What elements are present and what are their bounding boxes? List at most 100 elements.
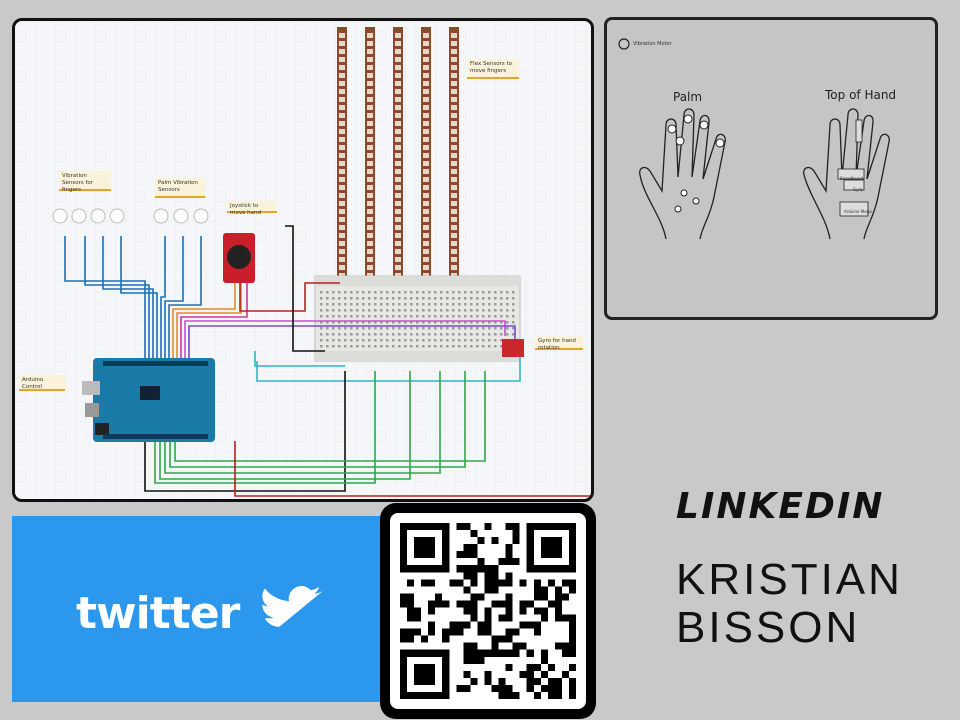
qr-module — [428, 607, 436, 615]
flex-sensor-segment — [339, 169, 345, 174]
breadboard-hole — [500, 333, 503, 336]
breadboard-hole — [488, 309, 491, 312]
breadboard-hole — [344, 303, 347, 306]
breadboard-hole — [332, 327, 335, 330]
gyro-tag: Gyro — [853, 187, 863, 192]
breadboard-hole — [512, 303, 515, 306]
breadboard-hole — [326, 297, 329, 300]
qr-module — [540, 586, 548, 594]
qr-module — [484, 670, 492, 678]
qr-module — [498, 684, 506, 692]
breadboard-hole — [398, 321, 401, 324]
breadboard-hole — [362, 297, 365, 300]
breadboard-hole — [434, 321, 437, 324]
breadboard-hole — [380, 297, 383, 300]
qr-module — [407, 614, 415, 622]
flex-sensor-segment — [367, 209, 373, 214]
flex-sensor-segment — [395, 129, 401, 134]
qr-module — [533, 621, 541, 629]
breadboard-hole — [482, 327, 485, 330]
qr-module — [442, 600, 450, 608]
breadboard-hole — [362, 291, 365, 294]
qr-module — [463, 586, 471, 594]
breadboard-hole — [488, 291, 491, 294]
breadboard-hole — [488, 315, 491, 318]
breadboard-hole — [494, 327, 497, 330]
qr-module — [477, 558, 485, 566]
qr-module — [554, 691, 562, 699]
breadboard-hole — [398, 291, 401, 294]
breadboard-hole — [404, 315, 407, 318]
flex-sensor-segment — [367, 73, 373, 78]
breadboard-hole — [476, 321, 479, 324]
breadboard-hole — [386, 339, 389, 342]
flex-sensor-segment — [367, 265, 373, 270]
breadboard-hole — [488, 327, 491, 330]
breadboard-hole — [506, 327, 509, 330]
breadboard-hole — [482, 333, 485, 336]
qr-module — [477, 628, 485, 636]
qr-module — [414, 607, 422, 615]
flex-sensor-segment — [339, 81, 345, 86]
breadboard-hole — [392, 303, 395, 306]
breadboard-hole — [470, 333, 473, 336]
twitter-wordmark: twitter — [76, 588, 240, 639]
flex-sensor-segment — [367, 129, 373, 134]
breadboard-hole — [350, 345, 353, 348]
flex-sensor-segment — [451, 121, 457, 126]
qr-module — [547, 677, 555, 685]
breadboard-hole — [362, 345, 365, 348]
breadboard-hole — [362, 303, 365, 306]
breadboard-hole — [494, 297, 497, 300]
breadboard-hole — [320, 315, 323, 318]
breadboard-hole — [464, 339, 467, 342]
qr-module — [568, 649, 576, 657]
flex-sensor-segment — [423, 201, 429, 206]
breadboard-hole — [488, 297, 491, 300]
qr-module — [470, 649, 478, 657]
breadboard-hole — [392, 339, 395, 342]
breadboard-hole — [320, 309, 323, 312]
qr-module — [498, 691, 506, 699]
flex-sensor-segment — [451, 217, 457, 222]
qr-module — [442, 635, 450, 643]
qr-module — [568, 586, 576, 594]
qr-module — [547, 600, 555, 608]
breadboard-hole — [392, 309, 395, 312]
flex-sensor-segment — [451, 233, 457, 238]
breadboard-hole — [470, 327, 473, 330]
breadboard-hole — [452, 339, 455, 342]
breadboard-hole — [440, 345, 443, 348]
qr-module — [456, 621, 464, 629]
breadboard-hole — [320, 297, 323, 300]
flex-sensor-segment — [339, 265, 345, 270]
flex-sensor-segment — [423, 41, 429, 46]
qr-module — [512, 558, 520, 566]
flex-sensor-segment — [367, 185, 373, 190]
breadboard-hole — [428, 315, 431, 318]
breadboard-hole — [320, 291, 323, 294]
breadboard-hole — [404, 291, 407, 294]
breadboard-hole — [356, 333, 359, 336]
qr-module — [505, 691, 513, 699]
breadboard-hole — [434, 339, 437, 342]
qr-module — [547, 691, 555, 699]
breadboard-hole — [368, 327, 371, 330]
qr-code[interactable] — [380, 503, 596, 719]
breadboard-hole — [404, 303, 407, 306]
qr-module — [568, 691, 576, 699]
breadboard-hole — [338, 327, 341, 330]
qr-module — [533, 607, 541, 615]
qr-module — [547, 663, 555, 671]
top-hand-outline — [803, 108, 890, 240]
breadboard-hole — [320, 345, 323, 348]
twitter-banner[interactable]: twitter — [12, 516, 384, 702]
breadboard-hole — [356, 303, 359, 306]
flex-sensor-segment — [339, 33, 345, 38]
breadboard-hole — [446, 291, 449, 294]
qr-module — [540, 670, 548, 678]
qr-module — [470, 572, 478, 580]
breadboard-hole — [362, 321, 365, 324]
breadboard-hole — [458, 321, 461, 324]
breadboard-hole — [458, 303, 461, 306]
